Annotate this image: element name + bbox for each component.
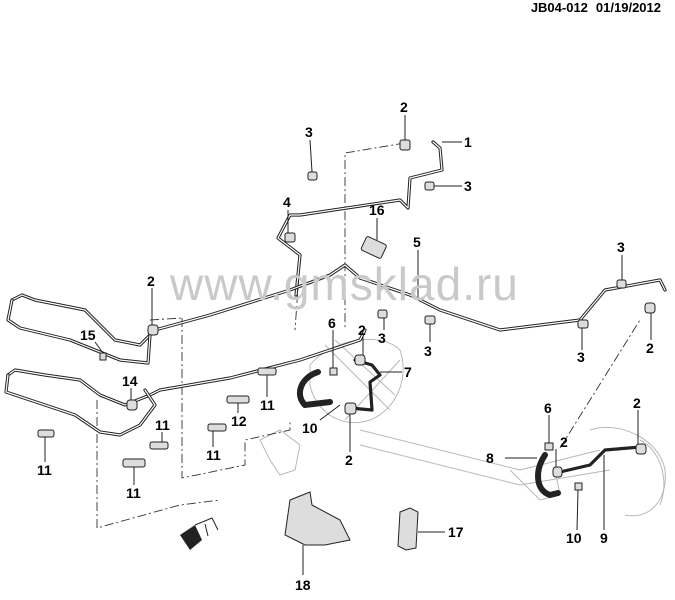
callout-2: 2 — [147, 273, 155, 289]
callout-3: 3 — [577, 349, 585, 365]
diagram-code: JB04-012 01/19/2012 — [531, 0, 661, 16]
callout-10: 10 — [566, 530, 582, 546]
sleeve-17 — [397, 507, 419, 551]
callout-4: 4 — [283, 194, 291, 210]
arrow-front-icon — [180, 525, 202, 550]
callout-1: 1 — [464, 134, 472, 150]
clip-3-d — [424, 315, 436, 325]
callout-3: 3 — [464, 178, 472, 194]
fitting-2-low — [344, 402, 357, 415]
clip-3-b — [424, 181, 435, 191]
callout-2: 2 — [633, 395, 641, 411]
callouts: 1 2 3 3 4 16 5 3 2 15 14 3 3 3 2 6 2 7 1… — [37, 99, 654, 593]
hose-assembly-right — [535, 445, 642, 499]
fitting-2-r2 — [552, 466, 563, 478]
clip-3-c — [377, 309, 388, 319]
fitting-2-left — [147, 324, 159, 336]
callout-11: 11 — [126, 485, 141, 501]
clip-11-d — [207, 423, 227, 432]
callout-11: 11 — [260, 397, 275, 413]
clip-3-e — [577, 319, 589, 329]
part-16 — [360, 236, 387, 259]
callout-11: 11 — [155, 417, 170, 433]
callout-10: 10 — [302, 420, 318, 436]
callout-16: 16 — [369, 202, 385, 218]
callout-11: 11 — [206, 447, 221, 463]
callout-6: 6 — [544, 400, 552, 416]
callout-2: 2 — [345, 452, 353, 468]
clip-6-left — [329, 367, 338, 376]
callout-11: 11 — [37, 462, 52, 478]
callout-14: 14 — [122, 373, 138, 389]
callout-15: 15 — [80, 327, 96, 343]
fittings — [37, 139, 656, 551]
callout-3: 3 — [424, 343, 432, 359]
callout-3: 3 — [305, 124, 313, 140]
callout-3: 3 — [378, 330, 386, 346]
chassis-ghost — [259, 338, 666, 517]
clip-6-right — [544, 442, 554, 451]
fitting-2-mid — [354, 354, 366, 366]
callout-8: 8 — [486, 450, 494, 466]
callout-17: 17 — [448, 524, 464, 540]
watermark: www.gmsklad.ru — [170, 258, 519, 310]
clip-10-right — [574, 482, 583, 491]
brake-pipe-lower — [4, 328, 367, 437]
callout-18: 18 — [295, 577, 311, 593]
fitting-2-top — [399, 139, 411, 151]
fitting-14 — [126, 399, 138, 411]
callout-2: 2 — [358, 322, 366, 338]
diagram-id: JB04-012 — [530, 0, 588, 15]
hose-assembly-left — [296, 358, 382, 412]
clip-11-a — [37, 429, 55, 438]
clip-11-b — [149, 441, 169, 450]
clip-4 — [284, 232, 296, 243]
fitting-2-right — [644, 302, 656, 314]
callout-5: 5 — [413, 234, 421, 250]
brake-pipe-1 — [276, 140, 444, 297]
callout-3: 3 — [617, 239, 625, 255]
callout-2: 2 — [646, 340, 654, 356]
callout-2: 2 — [560, 434, 568, 450]
callout-6: 6 — [328, 315, 336, 331]
diagram-date: 01/19/2012 — [595, 0, 661, 15]
callout-9: 9 — [600, 530, 608, 546]
clip-12 — [226, 395, 250, 404]
callout-7: 7 — [404, 364, 412, 380]
fitting-2-r3 — [635, 443, 647, 455]
clip-11-c — [122, 458, 146, 468]
callout-2: 2 — [400, 99, 408, 115]
part-15 — [99, 352, 107, 361]
clip-3-a — [307, 171, 318, 181]
bracket-18 — [284, 491, 351, 546]
callout-12: 12 — [231, 413, 247, 429]
clip-11-e — [257, 367, 277, 376]
leader-lines — [44, 115, 652, 575]
clip-3-f — [616, 279, 627, 289]
